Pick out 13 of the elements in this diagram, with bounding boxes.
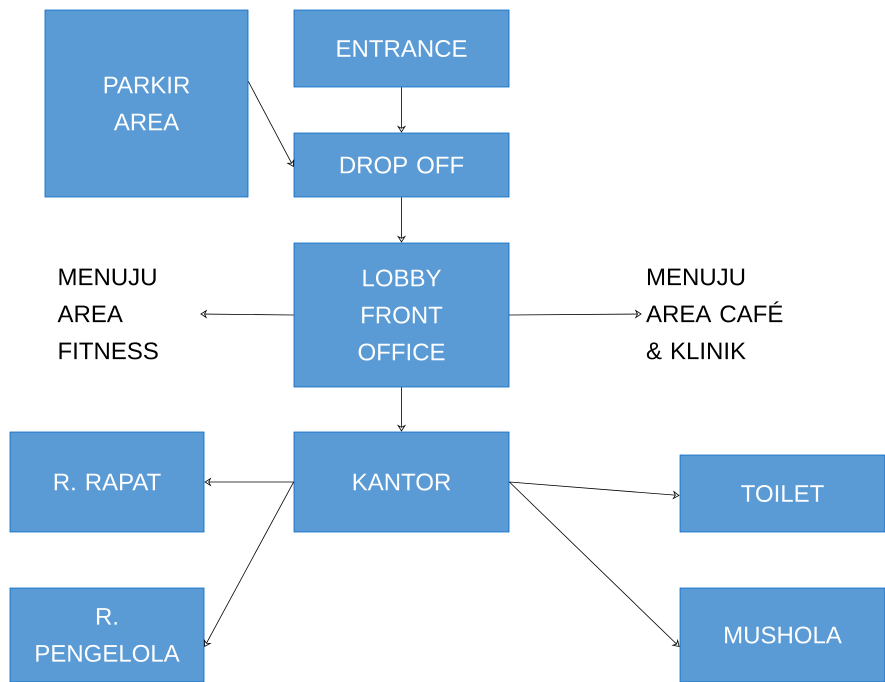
process-box: R. RAPAT — [10, 432, 204, 532]
arrow — [204, 482, 294, 647]
destination-text: MENUJU AREA FITNESS — [58, 268, 158, 360]
process-box: MUSHOLA — [680, 588, 885, 682]
process-box: R. PENGELOLA — [10, 588, 204, 682]
destination-text: MENUJU AREA CAFÉ & KLINIK — [646, 268, 782, 360]
process-box: KANTOR — [294, 432, 510, 532]
process-box: ENTRANCE — [294, 10, 510, 88]
arrow — [248, 81, 294, 167]
process-box: TOILET — [680, 454, 885, 532]
process-box: LOBBY FRONT OFFICE — [294, 242, 510, 388]
process-box: DROP OFF — [294, 132, 510, 198]
process-box: PARKIR AREA — [44, 10, 248, 198]
